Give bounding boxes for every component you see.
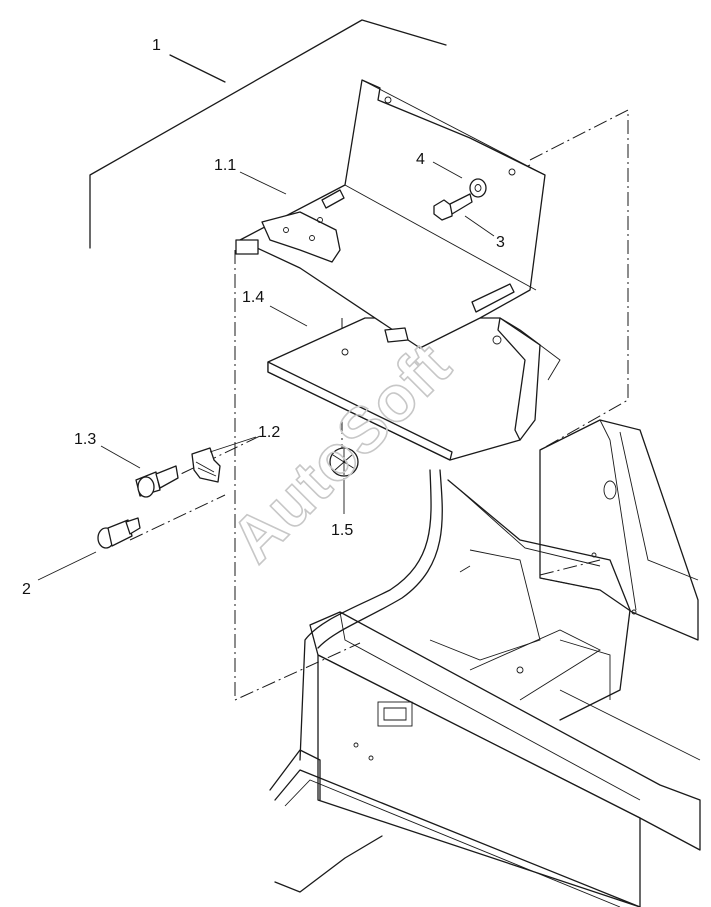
- washer-4: [469, 178, 487, 198]
- hex-bolt-3: [433, 193, 473, 221]
- base-plate-1-4: [267, 317, 561, 461]
- part-labels: 1 1.1 4 3 1.4 1.3 1.2 1.5 2: [22, 37, 505, 598]
- label-part-3: 3: [496, 234, 505, 251]
- assembly-bracket-1: [89, 19, 447, 249]
- grommet-1-5: [329, 447, 359, 477]
- chassis-frame: [269, 419, 701, 907]
- mounting-plate-1-1: [235, 79, 546, 349]
- label-part-1-4: 1.4: [242, 289, 264, 306]
- label-part-1-3: 1.3: [74, 431, 96, 448]
- label-part-4: 4: [416, 151, 425, 168]
- label-part-1-2: 1.2: [258, 424, 280, 441]
- label-part-1: 1: [152, 37, 161, 54]
- spring-clip-1-2: [191, 447, 221, 483]
- label-part-1-1: 1.1: [214, 157, 236, 174]
- cap-screw-2: [97, 517, 141, 549]
- label-part-2: 2: [22, 581, 31, 598]
- cap-screw-1-3: [135, 465, 179, 498]
- leader-lines: [37, 161, 495, 581]
- label-part-1-5: 1.5: [331, 522, 353, 539]
